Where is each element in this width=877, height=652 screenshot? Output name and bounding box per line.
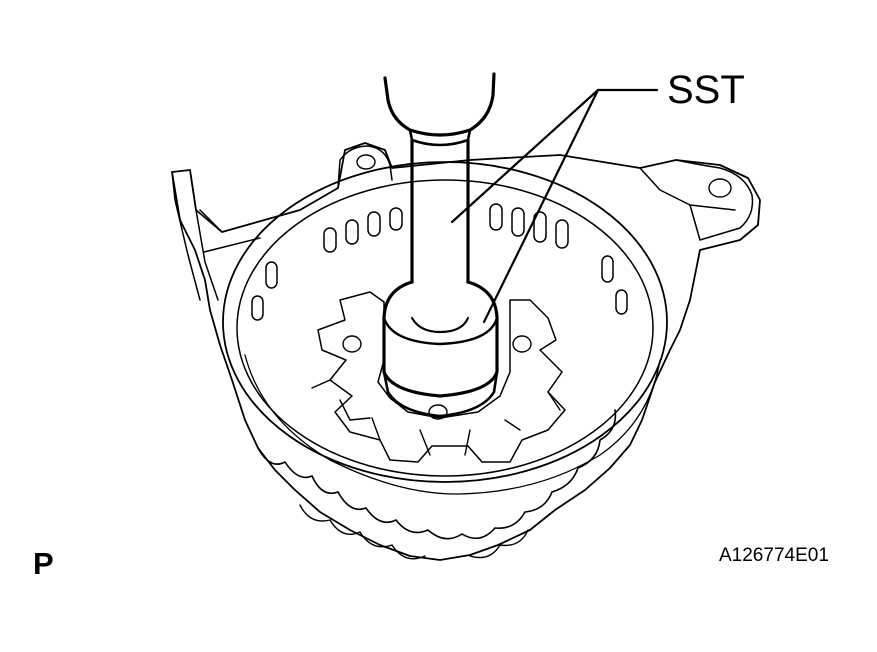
bearing-ring — [384, 372, 497, 416]
ventilation-slots — [252, 204, 627, 320]
sst-shaft-base — [412, 318, 468, 332]
figure-id-label: A126774E01 — [719, 545, 829, 566]
top-boss-hole — [357, 155, 375, 169]
retainer-hole-bottom — [429, 405, 447, 419]
retainer-tabs — [312, 380, 560, 455]
view-indicator-label: P — [33, 546, 54, 581]
sst-handle-head — [385, 74, 494, 135]
callout-leader-to-cup — [484, 90, 598, 322]
housing-scalloped-rim — [258, 410, 615, 539]
left-mounting-ear — [172, 170, 260, 300]
sst-callout-label: SST — [667, 68, 745, 112]
sst-shaft — [412, 140, 468, 282]
right-mounting-boss — [640, 160, 753, 240]
housing-lower-scallops — [300, 505, 528, 559]
retainer-hole-right — [513, 336, 531, 352]
sst-driver-cup — [384, 282, 497, 396]
inner-bore-ring — [237, 180, 653, 476]
sst-driver-cup-face — [384, 318, 497, 344]
star-retainer-plate — [318, 292, 565, 462]
top-mounting-boss — [338, 146, 392, 188]
outer-bore-ring — [223, 162, 667, 482]
housing-outline — [172, 143, 760, 560]
callout-leader-to-shaft — [452, 90, 598, 222]
bore-inner-wall — [245, 355, 660, 494]
retainer-hole-left — [343, 336, 361, 352]
right-boss-hole — [709, 179, 731, 197]
